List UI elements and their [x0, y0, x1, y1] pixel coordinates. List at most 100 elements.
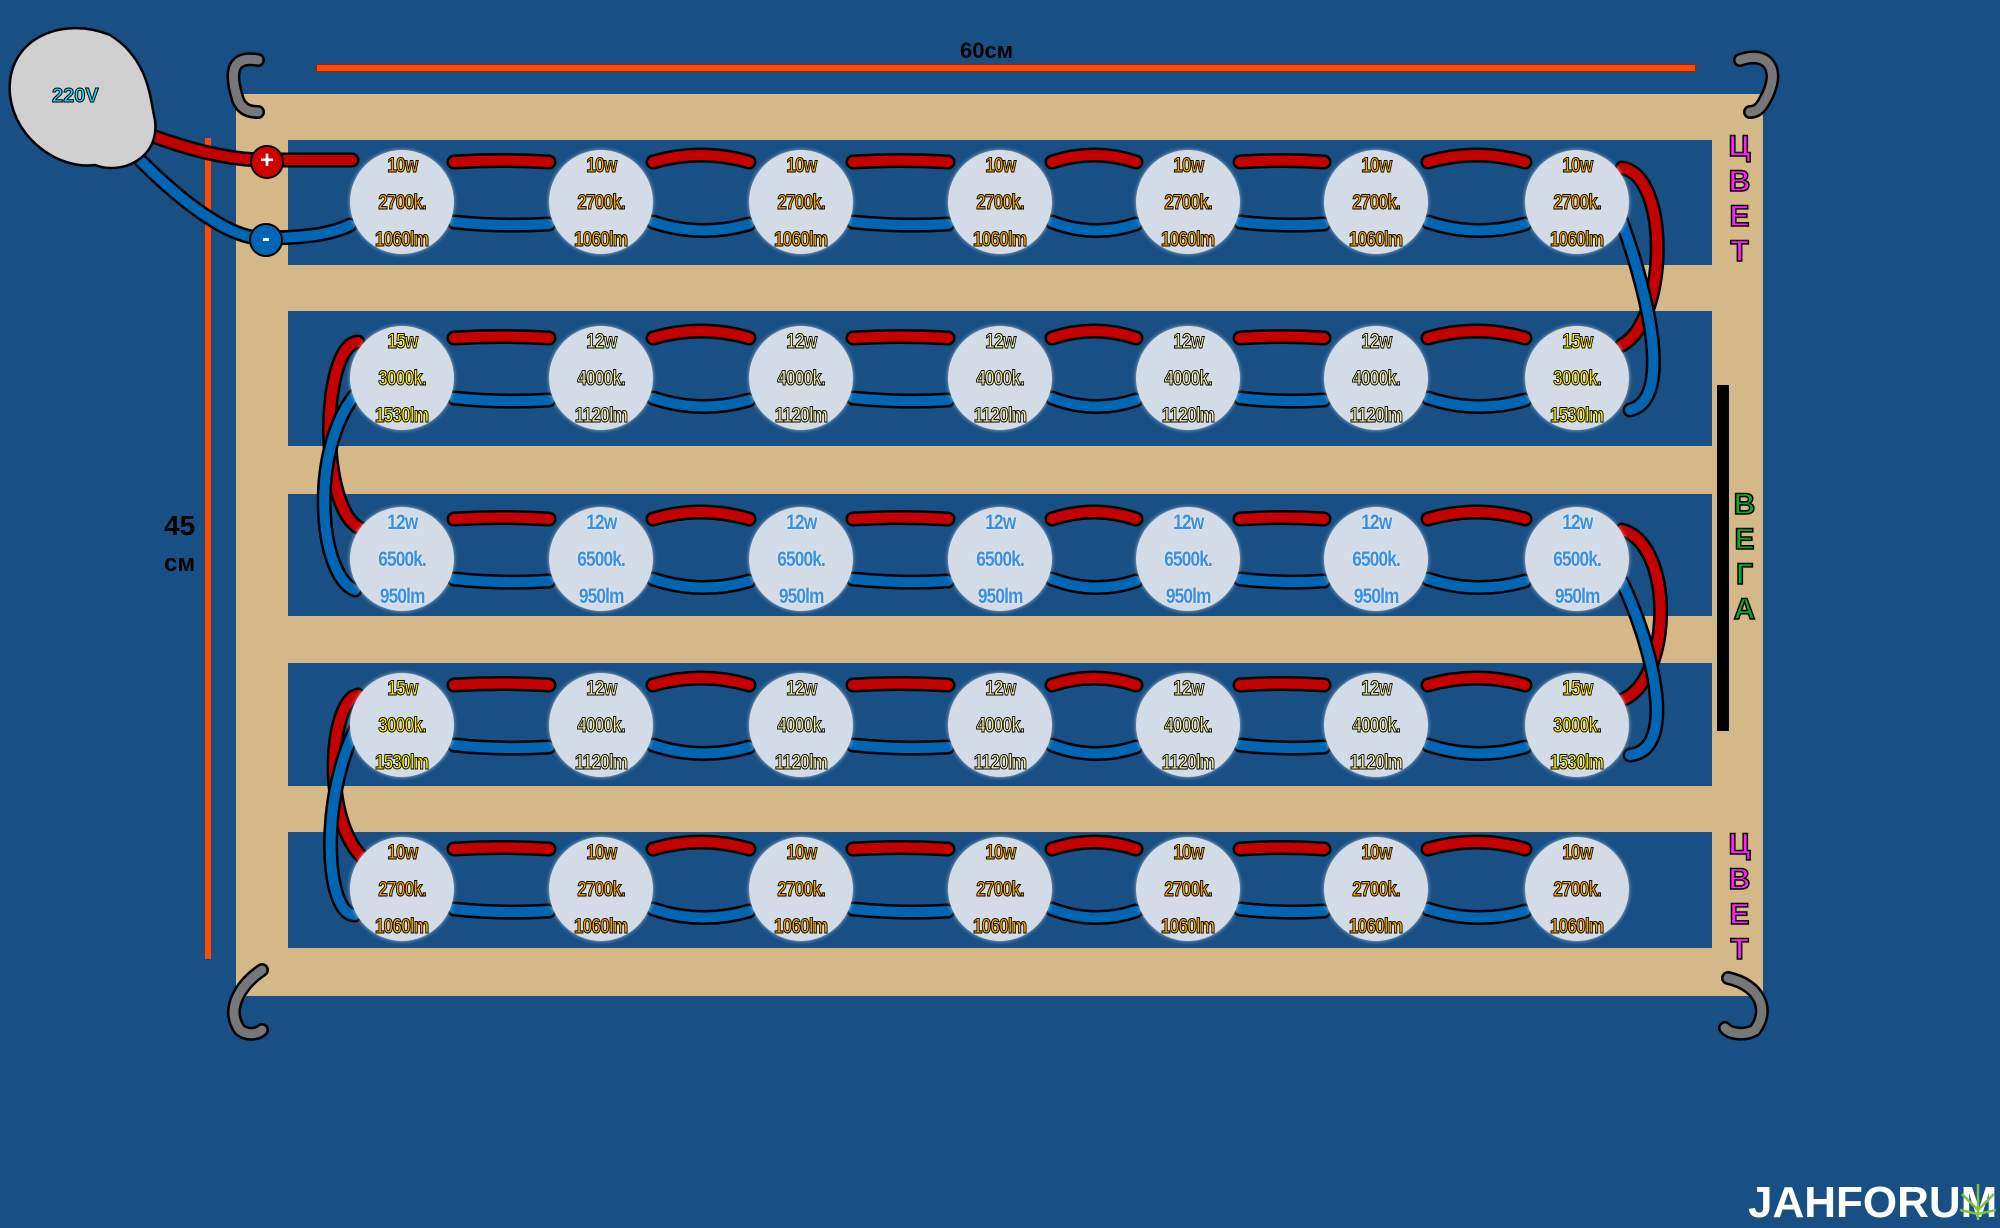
led-lumen: 1120lm: [774, 751, 828, 775]
width-label: 60см: [960, 38, 1013, 63]
led-watt: 10w: [984, 841, 1017, 865]
led-watt: 10w: [785, 841, 818, 865]
zone-label-flower-top: ЦВЕТ: [1722, 129, 1757, 271]
led-watt: 12w: [1172, 511, 1204, 534]
positive-wire: [1423, 150, 1530, 167]
positive-wire: [648, 507, 754, 524]
positive-wire: [1423, 673, 1530, 690]
led-lumen: 1060lm: [375, 915, 430, 939]
led-kelvin: 2700k.: [1352, 191, 1401, 215]
led-kelvin: 6500k.: [378, 548, 427, 571]
led-lumen: 1120lm: [574, 751, 628, 775]
negative-wire: [1423, 740, 1530, 759]
positive-wire: [1617, 163, 1663, 350]
negative-wire: [848, 740, 953, 754]
positive-wire: [1235, 331, 1329, 343]
led-lumen: 1120lm: [973, 751, 1027, 775]
led-watt: 12w: [984, 511, 1016, 534]
positive-wire: [1235, 155, 1329, 167]
positive-wire: [1235, 512, 1329, 524]
led-watt: 12w: [1360, 677, 1393, 701]
led-watt: 10w: [1172, 154, 1205, 178]
negative-wire: [1047, 904, 1141, 923]
led-kelvin: 2700k.: [976, 878, 1025, 902]
led-kelvin: 2700k.: [976, 191, 1025, 215]
positive-wire: [1423, 326, 1530, 343]
power-plug-icon: [8, 26, 157, 170]
led-watt: 10w: [1561, 841, 1594, 865]
negative-wire: [648, 740, 754, 759]
led-kelvin: 6500k.: [1352, 548, 1401, 571]
positive-wire: [648, 837, 754, 854]
led-kelvin: 3000k.: [378, 367, 427, 391]
width-measure-line: [316, 64, 1696, 72]
led-watt: 12w: [785, 511, 817, 534]
led-lumen: 1530lm: [375, 751, 430, 775]
positive-wire: [1423, 837, 1530, 854]
led-watt: 10w: [386, 841, 419, 865]
led-lumen: 950lm: [977, 585, 1024, 608]
led-lumen: 1060lm: [574, 228, 629, 252]
led-watt: 12w: [785, 330, 818, 354]
led-lumen: 1120lm: [1349, 404, 1403, 428]
led-lumen: 1060lm: [1349, 915, 1404, 939]
positive-wire: [848, 155, 953, 167]
led-kelvin: 2700k.: [378, 191, 427, 215]
led-module: 12w 4000k. 1120lm: [549, 673, 653, 777]
led-watt: 12w: [585, 330, 618, 354]
led-kelvin: 2700k.: [1164, 191, 1213, 215]
led-lumen: 1120lm: [1161, 751, 1215, 775]
led-watt: 12w: [984, 330, 1017, 354]
negative-wire: [1235, 574, 1329, 588]
led-watt: 15w: [386, 677, 419, 701]
led-kelvin: 2700k.: [777, 878, 826, 902]
led-lumen: 1120lm: [574, 404, 628, 428]
positive-wire: [1235, 678, 1329, 690]
led-module: 12w 4000k. 1120lm: [948, 673, 1052, 777]
led-watt: 12w: [585, 677, 618, 701]
positive-wire: [449, 842, 554, 854]
led-lumen: 1060lm: [574, 915, 629, 939]
positive-wire: [848, 678, 953, 690]
negative-terminal: -: [249, 223, 283, 257]
led-lumen: 950lm: [1353, 585, 1400, 608]
led-watt: 12w: [1360, 511, 1392, 534]
negative-wire: [319, 390, 360, 595]
voltage-label: 220V: [52, 85, 100, 108]
led-watt: 12w: [984, 677, 1017, 701]
led-lumen: 950lm: [1165, 585, 1212, 608]
led-lumen: 1060lm: [774, 228, 829, 252]
led-kelvin: 4000k.: [1352, 367, 1401, 391]
positive-wire: [1047, 150, 1141, 167]
hook-icon-top-left: [226, 52, 265, 119]
led-watt: 10w: [1561, 154, 1594, 178]
negative-wire: [1047, 740, 1141, 759]
led-kelvin: 2700k.: [577, 878, 626, 902]
led-lumen: 1060lm: [1161, 228, 1216, 252]
led-watt: 10w: [785, 154, 818, 178]
negative-wire: [449, 740, 554, 754]
led-kelvin: 4000k.: [777, 367, 826, 391]
positive-wire: [1235, 842, 1329, 854]
led-kelvin: 4000k.: [577, 714, 626, 738]
led-watt: 10w: [1360, 154, 1393, 178]
led-kelvin: 4000k.: [976, 714, 1025, 738]
led-watt: 15w: [386, 330, 419, 354]
